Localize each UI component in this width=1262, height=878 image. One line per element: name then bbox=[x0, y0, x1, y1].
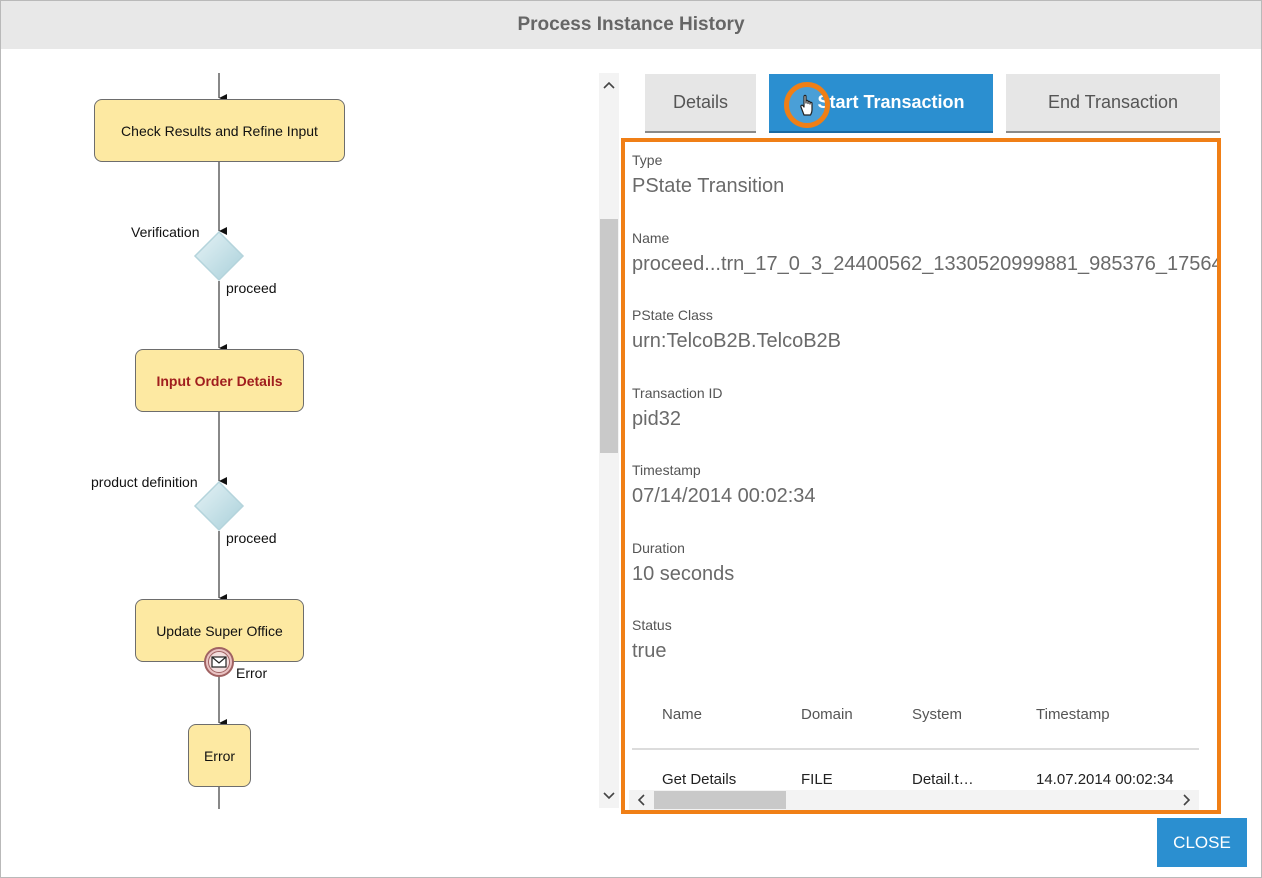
field-value: 07/14/2014 00:02:34 bbox=[632, 485, 816, 507]
task-check-results[interactable]: Check Results and Refine Input bbox=[94, 99, 345, 162]
vertical-scrollbar[interactable] bbox=[599, 73, 619, 808]
column-header-name[interactable]: Name bbox=[662, 706, 703, 723]
task-input-order-details[interactable]: Input Order Details bbox=[135, 349, 304, 412]
task-error[interactable]: Error bbox=[188, 724, 251, 787]
dialog-titlebar: Process Instance History bbox=[1, 1, 1261, 49]
tab-details[interactable]: Details bbox=[645, 74, 756, 133]
field-label: Duration bbox=[632, 540, 685, 556]
envelope-icon bbox=[204, 647, 234, 677]
field-label: Name bbox=[632, 230, 670, 246]
column-header-timestamp[interactable]: Timestamp bbox=[1036, 706, 1110, 723]
edge-label-proceed: proceed bbox=[226, 530, 277, 546]
field-label: PState Class bbox=[632, 307, 713, 323]
horizontal-scrollbar[interactable] bbox=[629, 790, 1199, 810]
table-header: Name Domain System Timestamp bbox=[632, 696, 1199, 750]
cell-name: Get Details bbox=[662, 771, 737, 788]
field-value: PState Transition bbox=[632, 175, 785, 197]
tab-start-transaction-label: Start Transaction bbox=[817, 92, 965, 112]
gateway-label-product-definition: product definition bbox=[91, 474, 198, 490]
transaction-details-panel: Type PState Transition Name proceed...tr… bbox=[621, 138, 1221, 814]
field-value: true bbox=[632, 640, 667, 662]
field-value: pid32 bbox=[632, 408, 681, 430]
field-name: Name proceed...trn_17_0_3_24400562_13305… bbox=[632, 230, 1221, 276]
field-value: proceed...trn_17_0_3_24400562_1330520999… bbox=[632, 253, 1221, 275]
field-label: Timestamp bbox=[632, 462, 701, 478]
hand-pointer-icon bbox=[800, 94, 813, 116]
field-label: Type bbox=[632, 152, 663, 168]
chevron-up-icon[interactable] bbox=[599, 75, 619, 95]
column-header-domain[interactable]: Domain bbox=[801, 706, 853, 723]
gateway-label-verification: Verification bbox=[131, 224, 200, 240]
field-transaction-id: Transaction ID pid32 bbox=[632, 385, 723, 431]
edge-label-proceed: proceed bbox=[226, 280, 277, 296]
field-type: Type PState Transition bbox=[632, 152, 784, 198]
field-status: Status true bbox=[632, 617, 672, 663]
close-button[interactable]: CLOSE bbox=[1157, 818, 1247, 867]
scrollbar-thumb[interactable] bbox=[600, 219, 618, 453]
gateway-verification bbox=[193, 230, 245, 282]
field-value: urn:TelcoB2B.TelcoB2B bbox=[632, 330, 842, 352]
error-event-label: Error bbox=[236, 665, 268, 681]
cell-timestamp: 14.07.2014 00:02:34 bbox=[1036, 771, 1174, 788]
field-timestamp: Timestamp 07/14/2014 00:02:34 bbox=[632, 462, 816, 508]
scrollbar-thumb[interactable] bbox=[654, 791, 786, 809]
dialog-title: Process Instance History bbox=[517, 14, 745, 35]
table-row[interactable]: Get Details FILE Detail.t… 14.07.2014 00… bbox=[632, 762, 1199, 788]
field-value: 10 seconds bbox=[632, 563, 735, 585]
gateway-product-definition bbox=[193, 480, 245, 532]
cell-domain: FILE bbox=[801, 771, 833, 788]
field-label: Transaction ID bbox=[632, 385, 723, 401]
chevron-left-icon[interactable] bbox=[631, 790, 651, 810]
field-pstate-class: PState Class urn:TelcoB2B.TelcoB2B bbox=[632, 307, 841, 353]
chevron-right-icon[interactable] bbox=[1177, 790, 1197, 810]
field-label: Status bbox=[632, 617, 672, 633]
field-duration: Duration 10 seconds bbox=[632, 540, 734, 586]
column-header-system[interactable]: System bbox=[912, 706, 963, 723]
process-diagram: Check Results and Refine Input Verificat… bbox=[1, 49, 581, 829]
chevron-down-icon[interactable] bbox=[599, 786, 619, 806]
tab-end-transaction[interactable]: End Transaction bbox=[1006, 74, 1220, 133]
click-highlight bbox=[784, 82, 830, 128]
diagram-connectors bbox=[193, 73, 245, 809]
cell-system: Detail.t… bbox=[912, 771, 974, 788]
